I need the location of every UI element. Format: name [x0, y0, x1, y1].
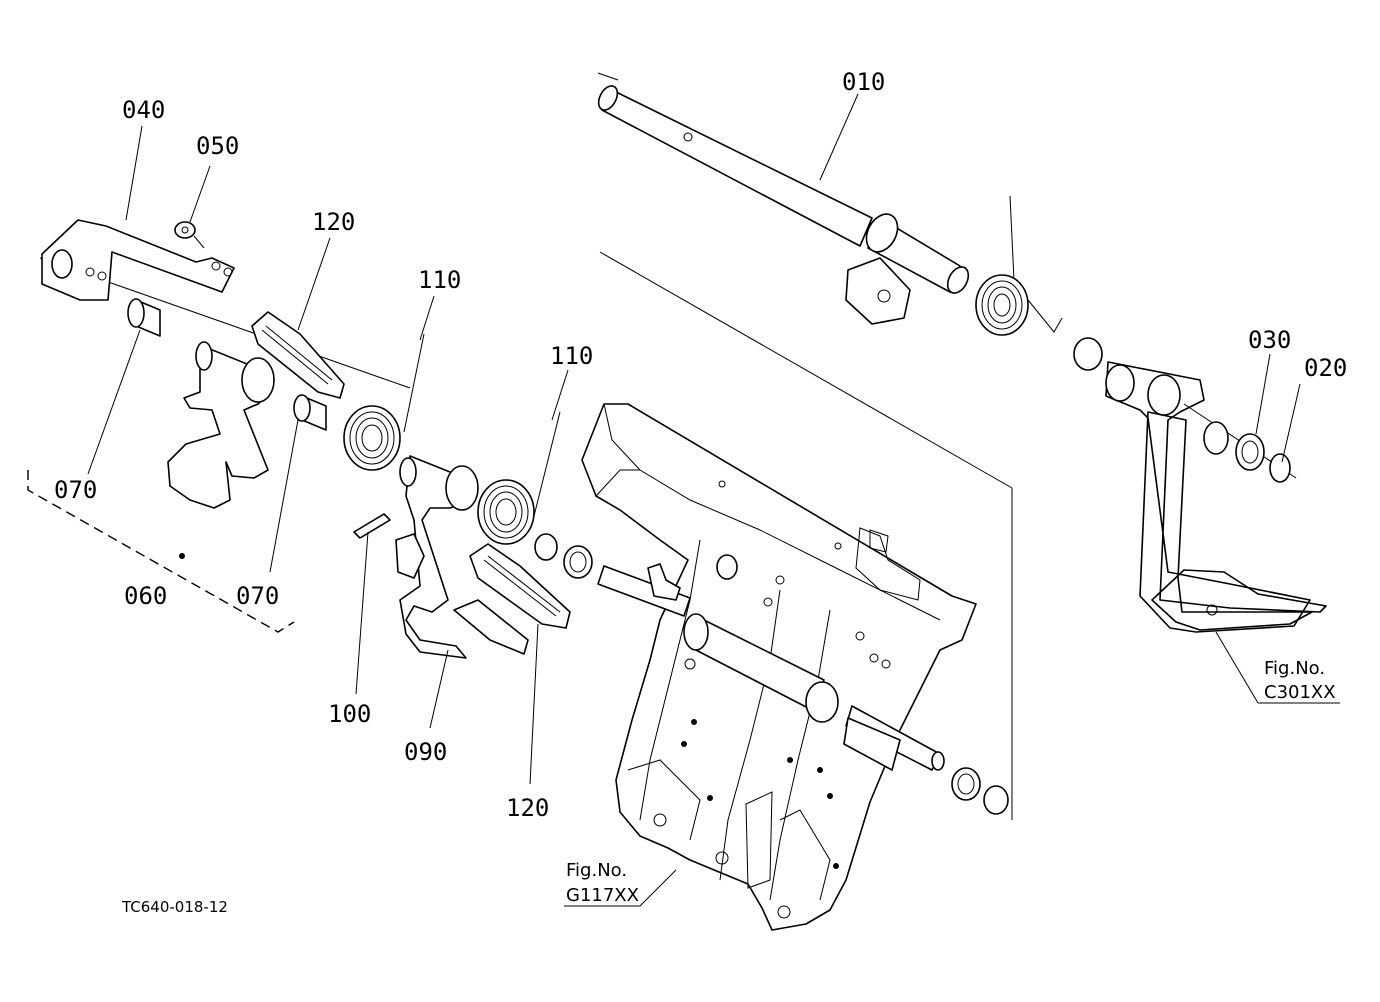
cross-shaft-lower[interactable]: [843, 705, 945, 771]
label-090: 090: [404, 738, 447, 766]
bushing-070-left[interactable]: [127, 298, 161, 337]
pad-120-left[interactable]: [251, 311, 345, 399]
bearing-lower[interactable]: [951, 767, 981, 801]
pedal-arm-090[interactable]: [395, 455, 529, 659]
pad-120-right[interactable]: [469, 543, 571, 629]
ring-middle[interactable]: [534, 533, 558, 561]
label-050: 050: [196, 132, 239, 160]
label-060: 060: [124, 582, 167, 610]
fig-ref-title: Fig.No.: [566, 860, 627, 881]
label-030: 030: [1248, 326, 1291, 354]
spring-right[interactable]: [975, 195, 1063, 336]
label-040: 040: [122, 96, 165, 124]
label-120-top: 120: [312, 208, 355, 236]
label-110-left: 110: [418, 266, 461, 294]
label-070-right: 070: [236, 582, 279, 610]
label-120-bottom: 120: [506, 794, 549, 822]
label-100: 100: [328, 700, 371, 728]
leader-lines: [87, 93, 1340, 907]
fig-ref-c301xx[interactable]: Fig.No. C301XX: [1264, 658, 1336, 703]
drawing-code: TC640-018-12: [121, 898, 228, 916]
spring-110-right[interactable]: [477, 411, 561, 545]
spring-110-left[interactable]: [343, 333, 425, 471]
cross-shaft-middle[interactable]: [683, 613, 839, 723]
subassembly-boundary: [27, 470, 295, 633]
assembly-line: [599, 251, 1013, 489]
washer-030[interactable]: [1235, 433, 1265, 471]
bushing-030[interactable]: [1203, 421, 1229, 455]
cross-shaft-upper[interactable]: [597, 554, 738, 617]
label-070-left: 070: [54, 476, 97, 504]
label-020: 020: [1304, 354, 1347, 382]
fig-ref-g117xx[interactable]: Fig.No. G117XX: [566, 860, 639, 906]
bushing-right[interactable]: [1073, 337, 1103, 371]
label-010: 010: [842, 68, 885, 96]
nut-050[interactable]: [174, 221, 205, 249]
fig-ref-title: Fig.No.: [1264, 658, 1325, 679]
fig-ref-code: C301XX: [1264, 682, 1336, 703]
ring-lower[interactable]: [983, 785, 1009, 815]
bushing-070-mid[interactable]: [293, 394, 327, 431]
snap-ring-020[interactable]: [1269, 453, 1291, 483]
fig-ref-code: G117XX: [566, 885, 639, 906]
shaft-010[interactable]: [595, 72, 973, 325]
pedal-right[interactable]: [1105, 361, 1327, 633]
bracket-040[interactable]: [41, 219, 235, 301]
pedal-arm-060[interactable]: [167, 341, 275, 559]
pin-100[interactable]: [353, 513, 391, 539]
label-110-right: 110: [550, 342, 593, 370]
bearing-middle[interactable]: [563, 545, 593, 579]
